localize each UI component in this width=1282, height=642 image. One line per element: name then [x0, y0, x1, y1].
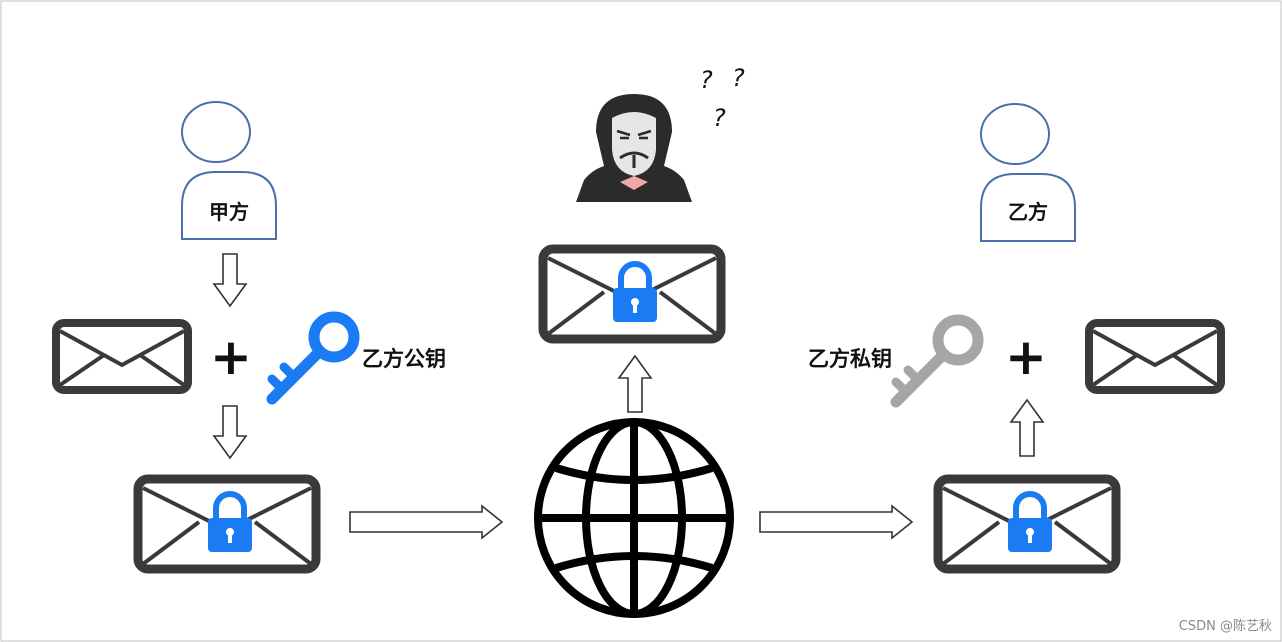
private-key-label: 乙方私钥 — [808, 347, 892, 371]
receiver-label: 乙方 — [1008, 200, 1048, 224]
public-key-icon — [272, 317, 354, 399]
question-mark: ? — [732, 64, 745, 92]
globe-icon — [534, 418, 734, 618]
watermark: CSDN @陈艺秋 — [1179, 618, 1272, 634]
sender-label: 甲方 — [209, 200, 249, 224]
question-mark: ? — [713, 104, 726, 132]
question-mark: ? — [700, 66, 713, 94]
public-key-label: 乙方公钥 — [362, 347, 446, 371]
private-key-icon — [896, 320, 978, 402]
arrow-up-icon — [1010, 399, 1044, 457]
arrow-down-icon — [213, 253, 247, 307]
arrow-up-icon — [618, 355, 652, 413]
hacker-icon — [576, 94, 692, 202]
plus-operator: + — [210, 328, 252, 386]
plus-operator: + — [1005, 328, 1047, 386]
intercepted-envelope-icon — [543, 249, 721, 339]
arrow-right-icon — [349, 505, 503, 539]
arrow-right-icon — [759, 505, 913, 539]
encrypted-envelope-icon — [138, 479, 316, 569]
plain-envelope-icon — [56, 323, 188, 390]
arrow-down-icon — [213, 405, 247, 459]
received-envelope-icon — [938, 479, 1116, 569]
decrypted-envelope-icon — [1089, 323, 1221, 390]
